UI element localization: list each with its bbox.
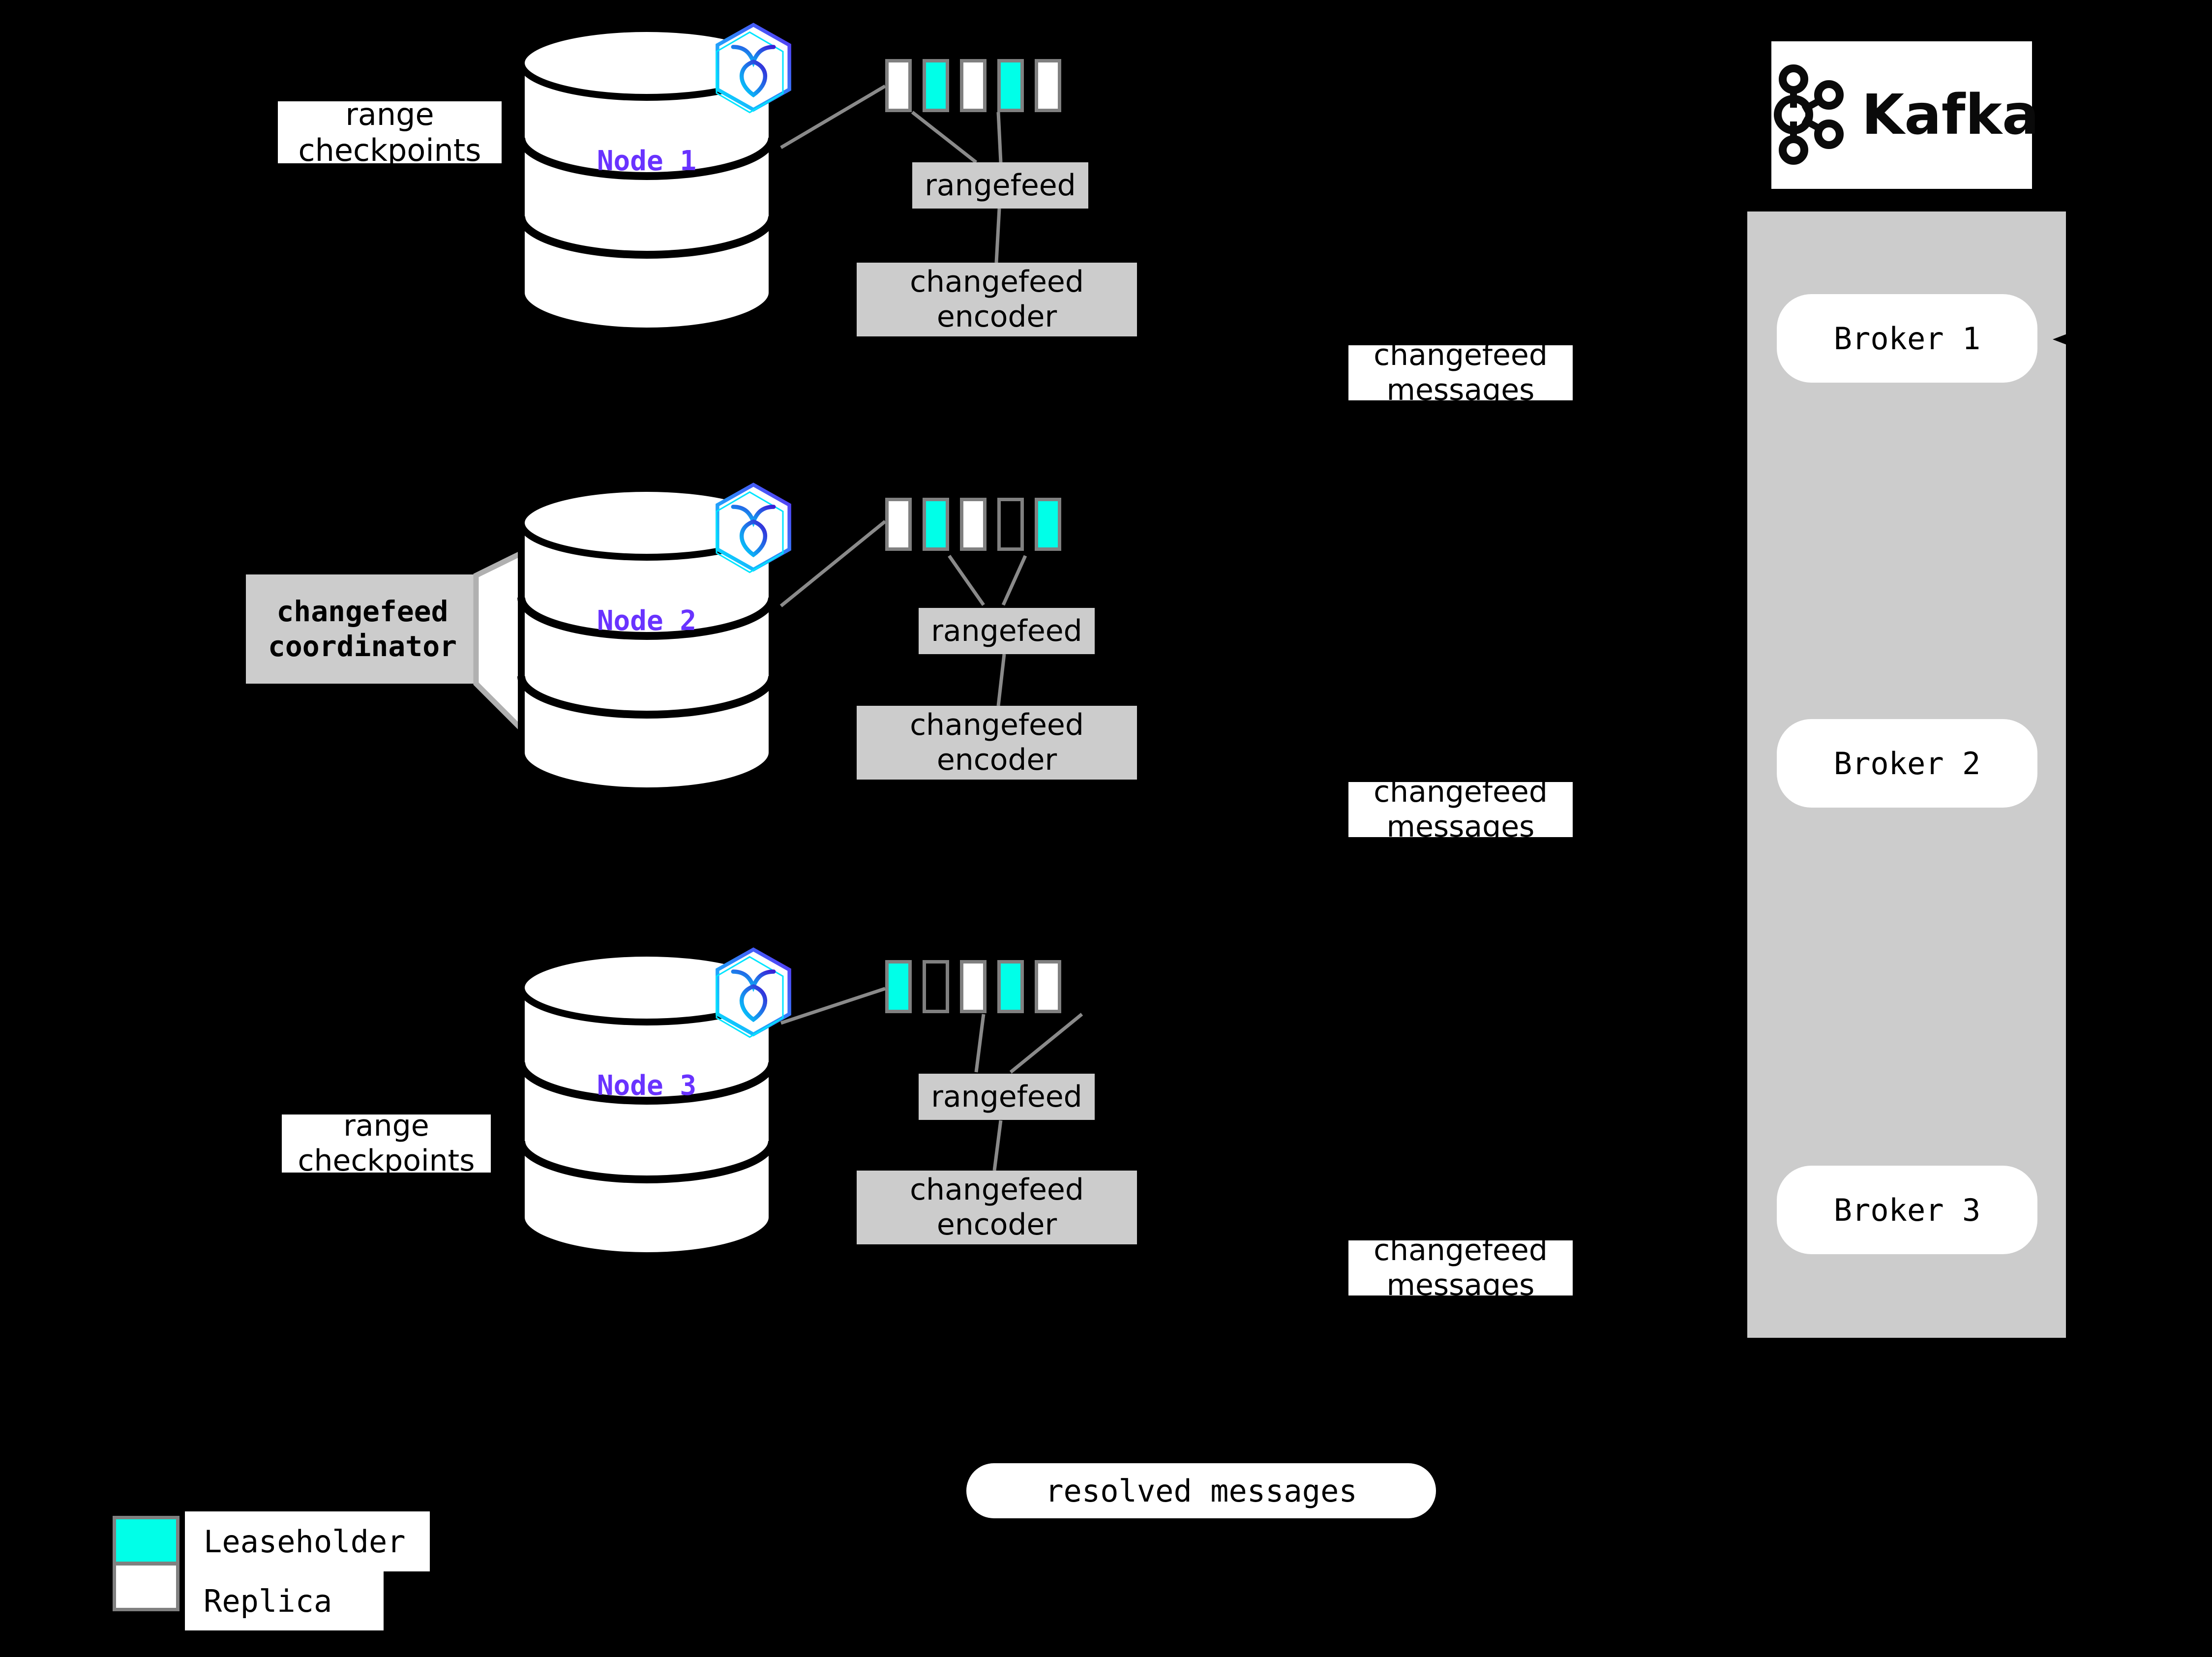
range-cell[interactable] [923, 498, 949, 551]
kafka-nodes-icon [1764, 62, 1853, 168]
kafka-wordmark: Kafka [1861, 83, 2039, 147]
incoming-arrow-icon [2051, 325, 2080, 354]
node3-rangefeed-box[interactable]: rangefeed [919, 1074, 1095, 1120]
cockroachdb-hexagon-icon [707, 946, 800, 1042]
legend-label-leaseholder: Leaseholder [185, 1511, 430, 1571]
node1-rangefeed-box[interactable]: rangefeed [912, 162, 1088, 209]
node1-label: Node 1 [597, 145, 697, 177]
broker-2-box[interactable]: Broker 2 [1777, 719, 2037, 808]
range-cell[interactable] [923, 59, 949, 112]
range-cell[interactable] [960, 59, 986, 112]
node3-range-checkpoints-label: range checkpoints [282, 1115, 491, 1173]
node2-range-row [885, 498, 1061, 551]
range-cell[interactable] [997, 960, 1024, 1013]
range-cell[interactable] [1035, 498, 1061, 551]
range-cell[interactable] [960, 498, 986, 551]
legend-swatch-replica [113, 1562, 179, 1611]
resolved-messages-pill: resolved messages [966, 1463, 1436, 1518]
node2-cylinder: Node 2 [514, 484, 779, 789]
range-cell[interactable] [997, 498, 1024, 551]
changefeed-coordinator-box[interactable]: changefeed coordinator [246, 574, 479, 684]
broker-1-box[interactable]: Broker 1 [1777, 294, 2037, 383]
cockroachdb-hexagon-icon [707, 21, 800, 117]
range-cell[interactable] [960, 960, 986, 1013]
legend-swatch-leaseholder [113, 1516, 179, 1565]
range-cell[interactable] [885, 59, 912, 112]
node1-cylinder: Node 1 [514, 25, 779, 330]
node2-rangefeed-box[interactable]: rangefeed [919, 608, 1095, 654]
range-cell[interactable] [1035, 960, 1061, 1013]
range-cell[interactable] [923, 960, 949, 1013]
kafka-logo: Kafka [1771, 41, 2039, 189]
changefeed-messages-label-3: changefeed messages [1348, 1240, 1573, 1295]
changefeed-messages-label-1: changefeed messages [1348, 345, 1573, 400]
node2-label: Node 2 [597, 605, 697, 637]
range-cell[interactable] [885, 960, 912, 1013]
node3-changefeed-encoder-box[interactable]: changefeed encoder [857, 1171, 1137, 1244]
node1-range-checkpoints-label: range checkpoints [278, 101, 502, 163]
range-cell[interactable] [885, 498, 912, 551]
node3-cylinder: Node 3 [514, 949, 779, 1254]
cockroachdb-hexagon-icon [707, 481, 800, 577]
node1-changefeed-encoder-box[interactable]: changefeed encoder [857, 263, 1137, 336]
changefeed-messages-label-2: changefeed messages [1348, 782, 1573, 837]
node3-label: Node 3 [597, 1070, 697, 1102]
broker-3-box[interactable]: Broker 3 [1777, 1166, 2037, 1254]
node2-changefeed-encoder-box[interactable]: changefeed encoder [857, 706, 1137, 780]
range-cell[interactable] [997, 59, 1024, 112]
node3-range-row [885, 960, 1061, 1013]
node1-range-row [885, 59, 1061, 112]
range-cell[interactable] [1035, 59, 1061, 112]
legend-label-replica: Replica [185, 1571, 384, 1630]
